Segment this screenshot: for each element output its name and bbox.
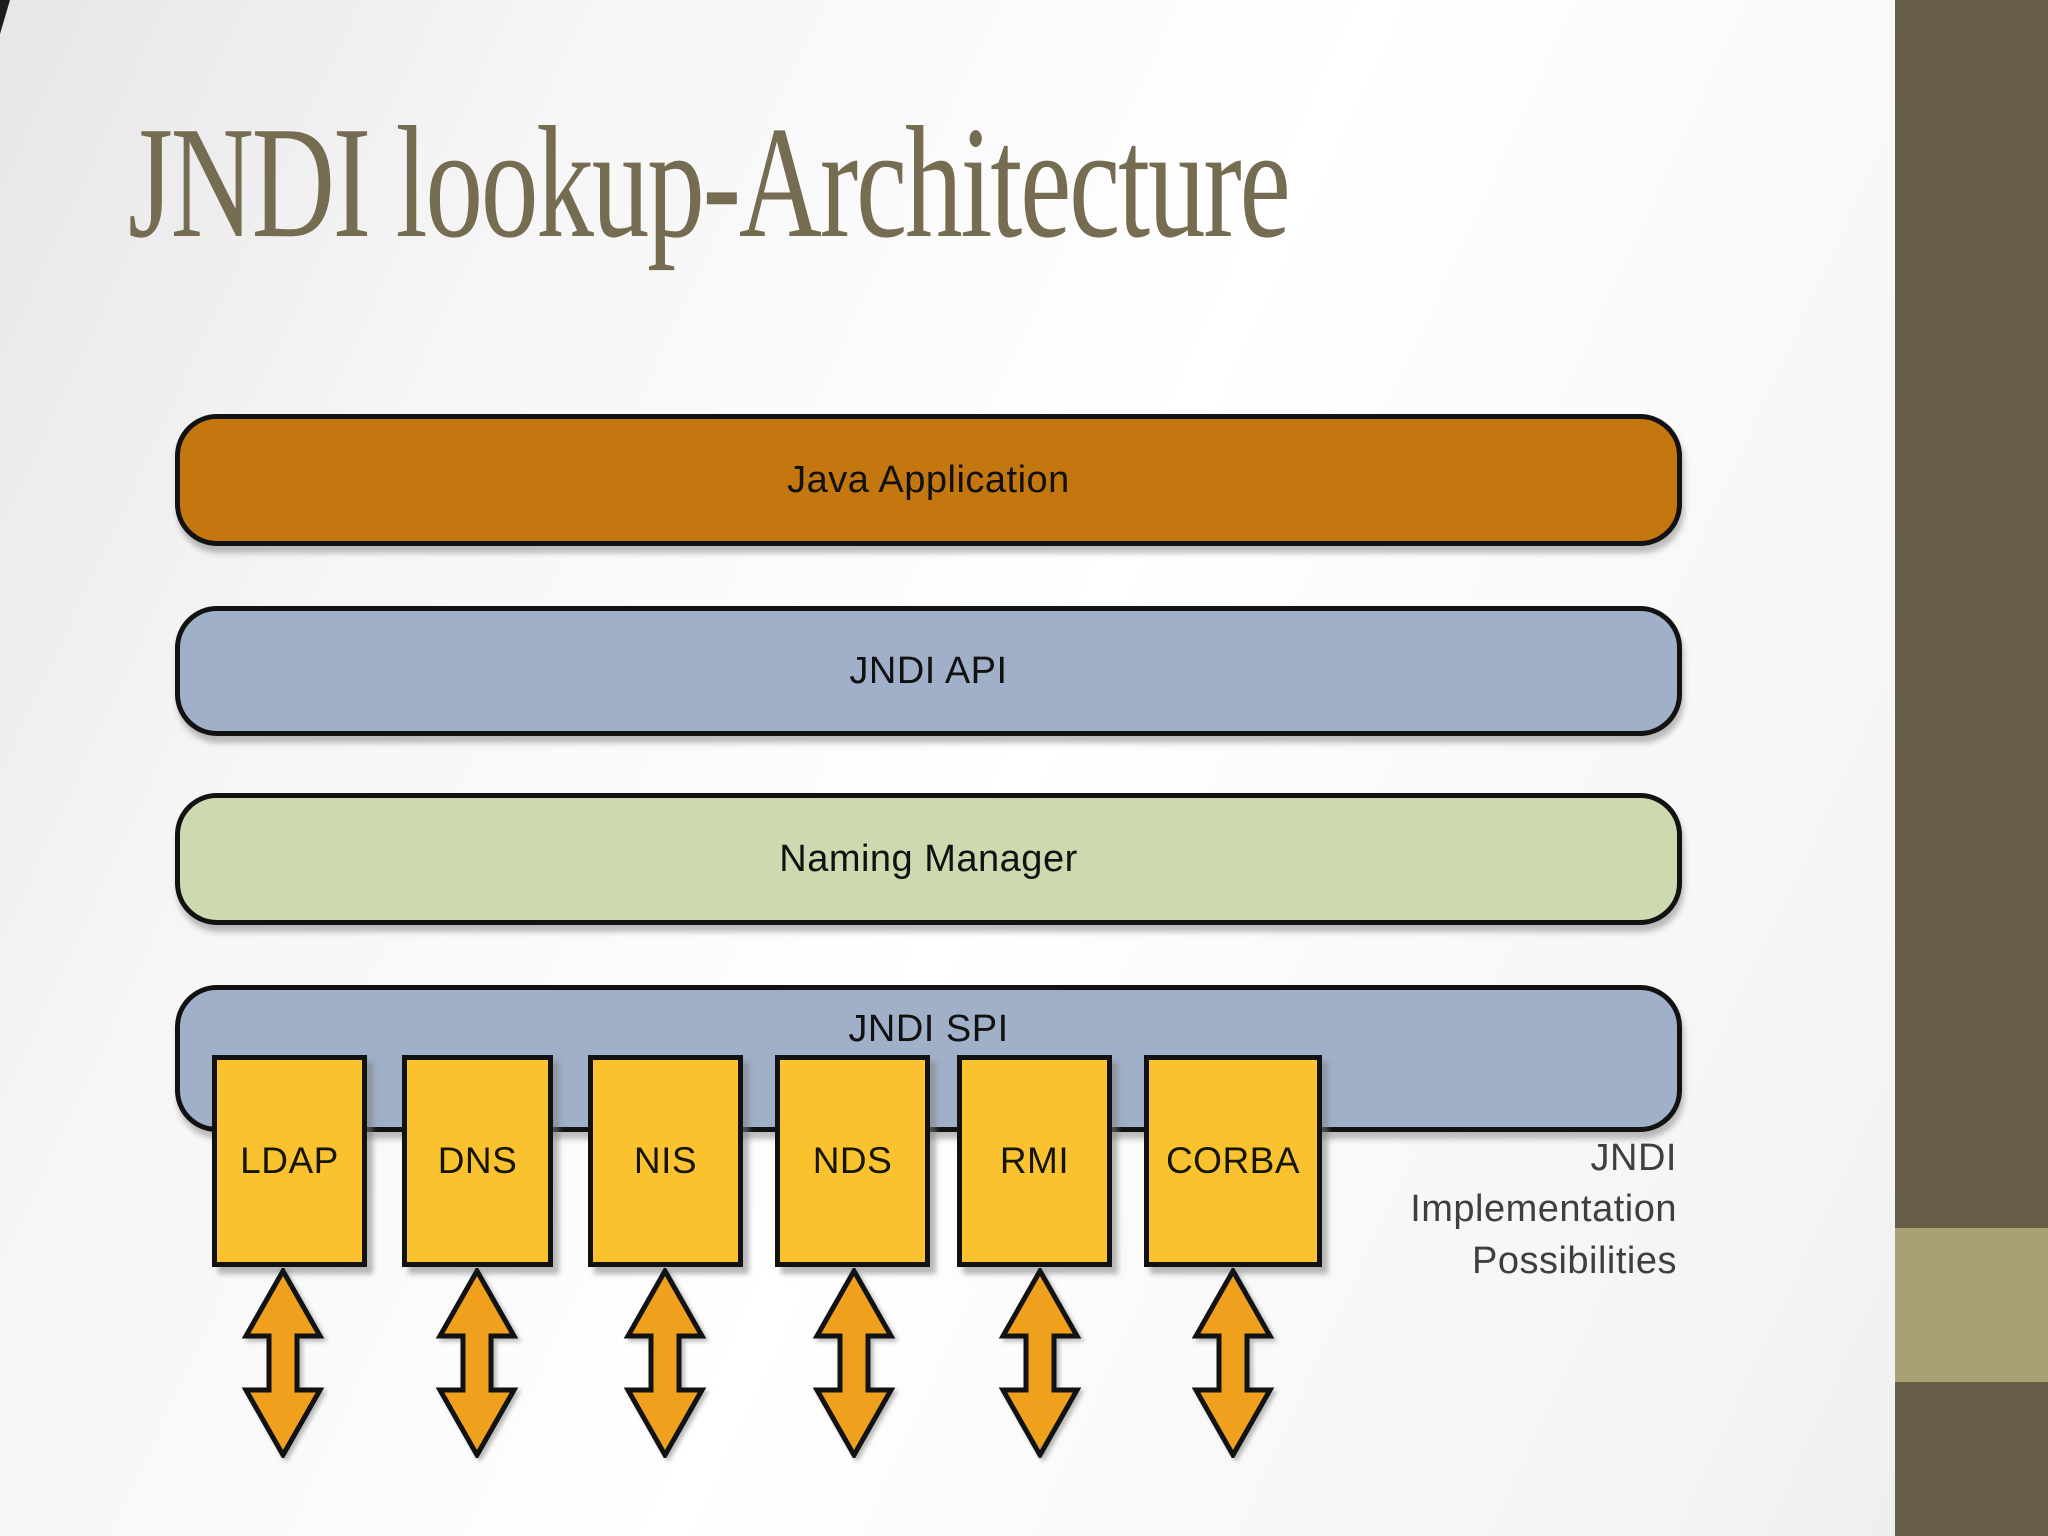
layer-label: JNDI API — [849, 649, 1008, 692]
provider-box-rmi: RMI — [957, 1055, 1112, 1267]
layer-label: Java Application — [787, 458, 1070, 501]
annotation-line: Implementation — [1410, 1188, 1677, 1231]
right-accent-bar — [1895, 0, 2048, 1536]
provider-box-nds: NDS — [775, 1055, 930, 1267]
double-vertical-arrow-icon — [812, 1268, 896, 1458]
layer-label: JNDI SPI — [848, 1008, 1009, 1050]
provider-label: RMI — [999, 1140, 1070, 1181]
layer-naming-manager: Naming Manager — [175, 793, 1682, 925]
provider-box-dns: DNS — [402, 1055, 553, 1267]
annotation-line: Possibilities — [1471, 1239, 1677, 1282]
annotation-line: JNDI — [1590, 1137, 1677, 1179]
provider-box-ldap: LDAP — [212, 1055, 367, 1267]
corner-mark — [0, 0, 10, 34]
double-vertical-arrow-icon — [435, 1268, 519, 1458]
layer-java-application: Java Application — [175, 414, 1682, 546]
jndi-implementation-annotation: JNDI Implementation Possibilities — [1410, 1133, 1677, 1287]
provider-label: NDS — [812, 1140, 893, 1181]
double-vertical-arrow-icon — [998, 1268, 1082, 1458]
double-vertical-arrow-icon — [241, 1268, 325, 1458]
layer-jndi-api: JNDI API — [175, 606, 1682, 736]
double-vertical-arrow-icon — [1191, 1268, 1275, 1458]
page-title: JNDI lookup-Architecture — [128, 93, 1291, 271]
provider-label: NIS — [633, 1140, 698, 1181]
provider-label: LDAP — [240, 1140, 339, 1181]
provider-label: DNS — [437, 1140, 518, 1181]
right-accent-band — [1895, 1228, 2048, 1382]
provider-box-corba: CORBA — [1144, 1055, 1322, 1267]
layer-label: Naming Manager — [779, 837, 1078, 880]
provider-box-nis: NIS — [588, 1055, 743, 1267]
double-vertical-arrow-icon — [623, 1268, 707, 1458]
provider-label: CORBA — [1165, 1140, 1301, 1181]
